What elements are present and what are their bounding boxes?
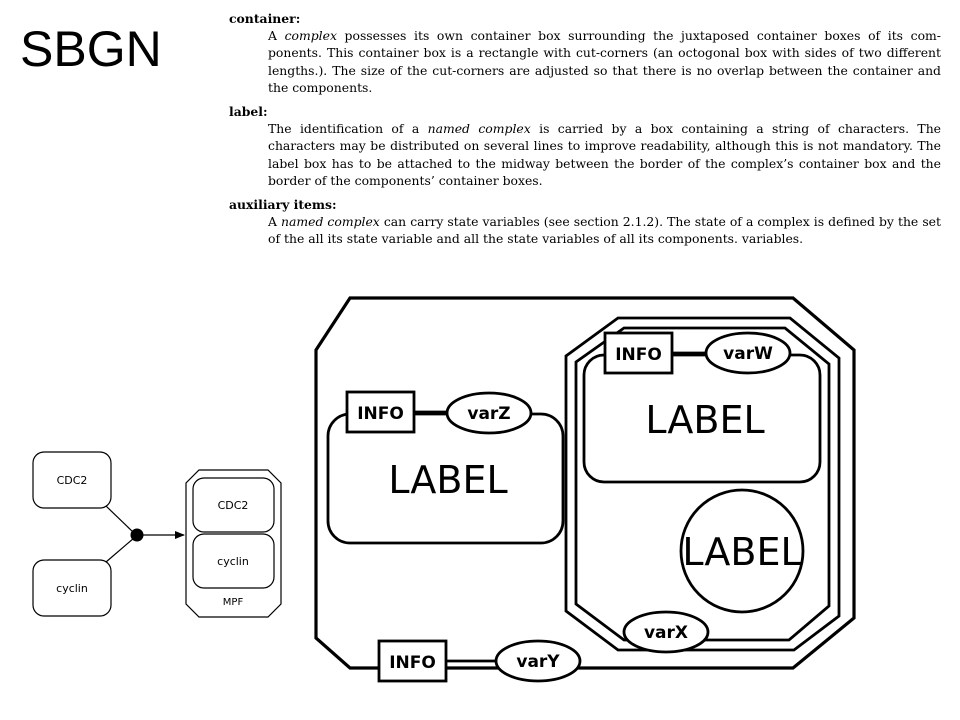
slide-title: SBGN: [20, 21, 162, 77]
complex-member-cyclin: [192, 533, 275, 589]
nested-complex-inner: [574, 326, 831, 642]
circle-node: [679, 488, 805, 614]
complex-member-cyclin-label: cyclin: [217, 555, 249, 568]
glossary-term: label:: [229, 104, 268, 120]
edge-cdc2-to-association: [105, 505, 135, 534]
left-node-label: LABEL: [388, 458, 507, 502]
state-variable-varx-text: varX: [644, 623, 688, 643]
circle-node-label: LABEL: [682, 530, 801, 574]
input-node-cyclin: [32, 559, 112, 617]
input-node-cdc2: [32, 451, 112, 509]
glossary-term: container:: [229, 11, 301, 26]
outer-info-text: INFO: [389, 653, 436, 673]
right-info-box: [603, 331, 674, 375]
definition-text: can carry state variables (see section 2…: [268, 214, 941, 247]
state-variable-varx: [622, 610, 710, 654]
definition-emphasis: complex: [284, 28, 337, 44]
complex-member-cdc2-label: CDC2: [218, 499, 249, 512]
definition-text: possesses its own container box surround…: [268, 28, 941, 95]
definition-text: is carried by a box containing a string …: [268, 121, 942, 188]
glossary-definition: A named complex can carry state variable…: [268, 213, 941, 247]
association-example: CDC2 cyclin CDC2 cyclin MPF: [32, 451, 282, 618]
input-node-cyclin-label: cyclin: [56, 582, 88, 595]
definition-emphasis: named complex: [281, 214, 380, 230]
definition-text: A: [268, 28, 285, 44]
complex-member-cdc2: [192, 477, 275, 533]
definition-text: A: [268, 214, 281, 230]
edge-cyclin-to-association: [105, 537, 135, 563]
association-node: [130, 528, 144, 542]
glossary-definition: A complex possesses its own container bo…: [268, 27, 941, 96]
left-node: [326, 412, 565, 545]
glossary: container: A complex possesses its own c…: [229, 10, 941, 255]
state-variable-vary-text: varY: [516, 652, 560, 672]
glossary-definition: The identification of a named complex is…: [268, 120, 941, 189]
state-variable-varz: [445, 391, 533, 435]
state-variable-varw: [704, 331, 792, 375]
upper-right-node: [582, 353, 822, 484]
definition-text: The identification of a: [268, 121, 428, 137]
left-info-box: [345, 390, 416, 434]
right-info-text: INFO: [615, 345, 662, 365]
state-variable-varw-text: varW: [723, 344, 773, 364]
state-variable-varz-text: varZ: [467, 404, 510, 424]
outer-info-box: [377, 639, 448, 683]
glossary-entry-container: container: A complex possesses its own c…: [229, 10, 941, 96]
glossary-entry-label: label: The identification of a named com…: [229, 103, 941, 189]
glossary-entry-auxiliary: auxiliary items: A named complex can car…: [229, 196, 941, 248]
state-variable-vary: [494, 639, 582, 683]
input-node-cdc2-label: CDC2: [57, 474, 88, 487]
definition-emphasis: named complex: [427, 121, 531, 137]
complex-schema: LABEL INFO varZ LABEL INFO varW LABEL va…: [314, 296, 856, 683]
upper-right-node-label: LABEL: [645, 398, 764, 442]
mpf-complex-label: MPF: [223, 597, 244, 608]
left-info-text: INFO: [357, 404, 404, 424]
glossary-term: auxiliary items:: [229, 197, 337, 213]
